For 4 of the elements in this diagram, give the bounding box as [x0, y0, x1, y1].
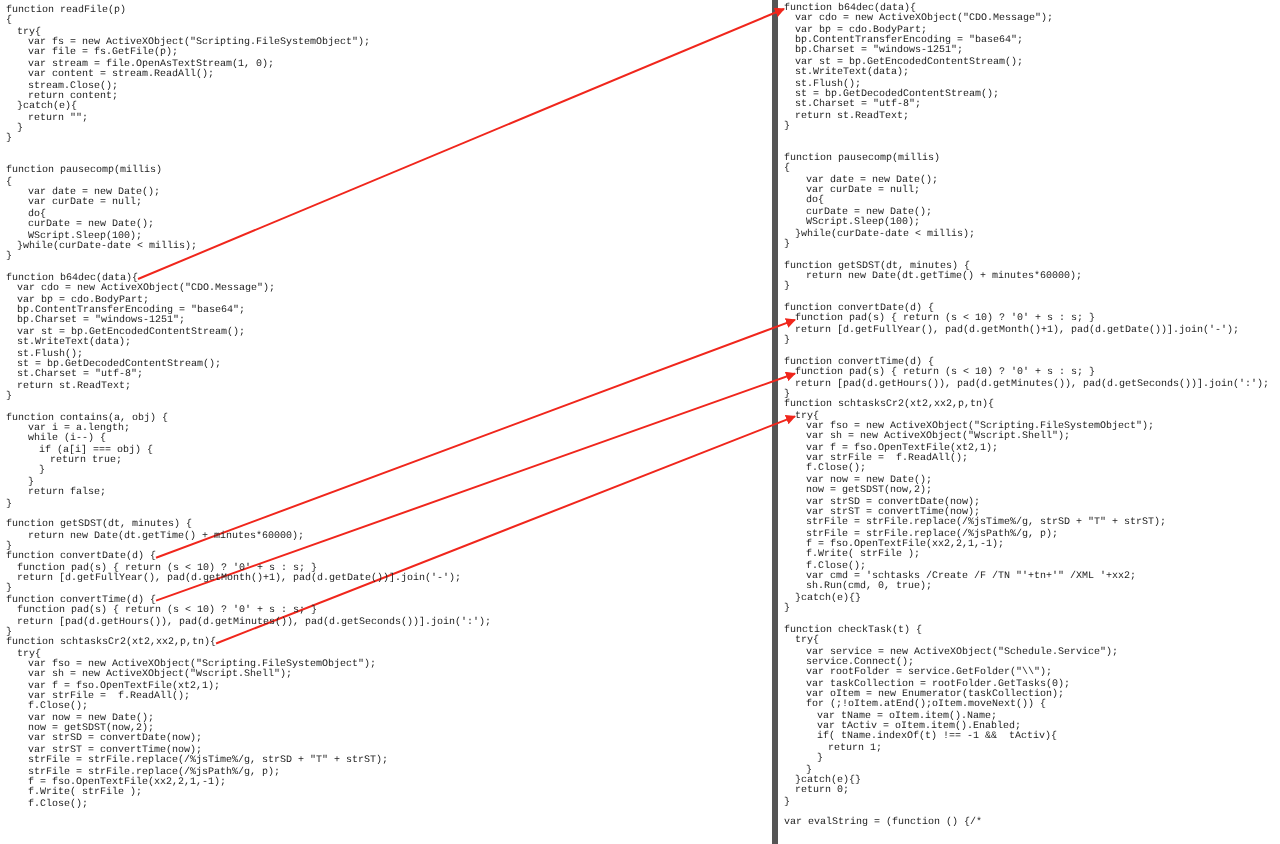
arrow [155, 318, 796, 559]
arrow [155, 371, 796, 602]
arrow [137, 7, 785, 280]
arrow [215, 415, 796, 645]
